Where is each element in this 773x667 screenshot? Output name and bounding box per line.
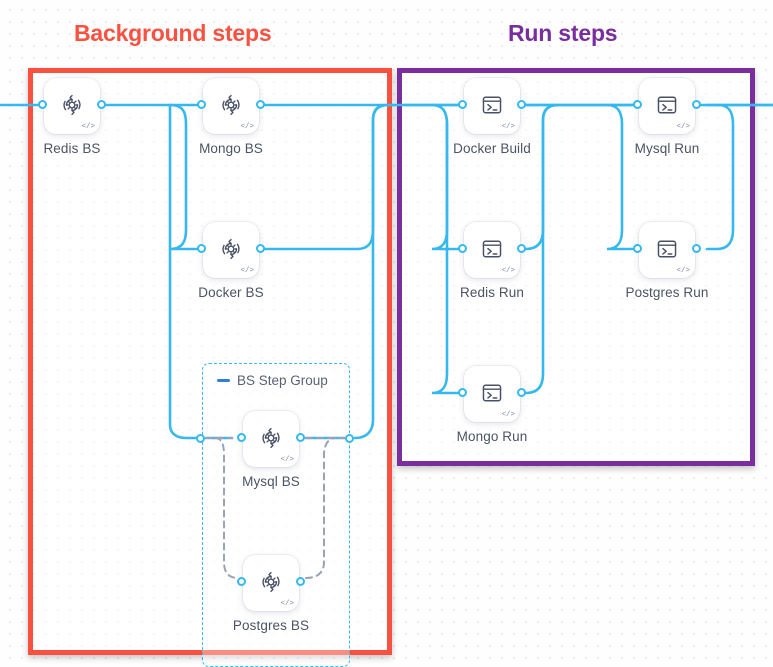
- output-port[interactable]: [692, 100, 701, 109]
- node-label: Docker Build: [453, 141, 531, 156]
- terminal-icon: [657, 240, 677, 257]
- node-card[interactable]: </>: [639, 78, 695, 134]
- sync-gear-icon: [63, 94, 81, 115]
- output-port[interactable]: [256, 244, 265, 253]
- node-label: Postgres BS: [232, 618, 310, 633]
- node-docker-bs[interactable]: </> Docker BS: [197, 222, 265, 300]
- code-badge[interactable]: </>: [501, 410, 515, 419]
- input-port[interactable]: [633, 100, 642, 109]
- output-port[interactable]: [517, 100, 526, 109]
- node-mongo-run[interactable]: </> Mongo Run: [457, 366, 527, 444]
- output-port[interactable]: [296, 433, 305, 442]
- output-port[interactable]: [296, 577, 305, 586]
- sync-gear-icon: [262, 427, 280, 448]
- input-port[interactable]: [38, 100, 47, 109]
- node-mysql-bs[interactable]: </> Mysql BS: [237, 411, 305, 489]
- code-badge[interactable]: </>: [81, 122, 95, 131]
- frame-title-run-steps: Run steps: [508, 20, 618, 46]
- node-postgres-bs[interactable]: </> Postgres BS: [233, 555, 309, 633]
- terminal-icon: [482, 384, 502, 401]
- code-badge[interactable]: </>: [501, 266, 515, 275]
- code-badge[interactable]: </>: [280, 599, 294, 608]
- node-label: Mysql Run: [634, 141, 700, 156]
- node-mysql-run[interactable]: </> Mysql Run: [633, 78, 701, 156]
- code-badge[interactable]: </>: [676, 266, 690, 275]
- code-badge[interactable]: </>: [240, 122, 254, 131]
- node-redis-bs[interactable]: </> Redis BS: [38, 78, 106, 156]
- node-label: Mongo BS: [199, 141, 263, 156]
- node-redis-run[interactable]: </> Redis Run: [458, 222, 526, 300]
- code-badge[interactable]: </>: [501, 122, 515, 131]
- input-port[interactable]: [237, 577, 246, 586]
- input-port[interactable]: [197, 100, 206, 109]
- node-label: Docker BS: [198, 285, 264, 300]
- output-port[interactable]: [517, 388, 526, 397]
- input-port[interactable]: [633, 244, 642, 253]
- node-card[interactable]: </>: [243, 411, 299, 467]
- node-docker-build[interactable]: </> Docker Build: [453, 78, 531, 156]
- input-port[interactable]: [458, 244, 467, 253]
- input-port[interactable]: [458, 388, 467, 397]
- node-label: Redis Run: [460, 285, 524, 300]
- node-card[interactable]: </>: [464, 222, 520, 278]
- frame-run-steps[interactable]: [397, 68, 755, 466]
- node-label: Redis BS: [43, 141, 101, 156]
- node-card[interactable]: </>: [203, 78, 259, 134]
- output-port[interactable]: [517, 244, 526, 253]
- output-port[interactable]: [692, 244, 701, 253]
- sync-gear-icon: [222, 238, 240, 259]
- step-group-header[interactable]: BS Step Group: [217, 373, 328, 388]
- node-card[interactable]: </>: [464, 366, 520, 422]
- input-port[interactable]: [237, 433, 246, 442]
- code-badge[interactable]: </>: [240, 266, 254, 275]
- node-card[interactable]: </>: [639, 222, 695, 278]
- node-mongo-bs[interactable]: </> Mongo BS: [197, 78, 265, 156]
- node-label: Mysql BS: [242, 474, 300, 489]
- frame-title-background-steps: Background steps: [74, 20, 272, 46]
- sync-gear-icon: [222, 94, 240, 115]
- node-label: Postgres Run: [625, 285, 709, 300]
- node-label: Mongo Run: [456, 429, 528, 444]
- step-group-label: BS Step Group: [237, 373, 328, 388]
- node-card[interactable]: </>: [243, 555, 299, 611]
- node-card[interactable]: </>: [464, 78, 520, 134]
- collapse-minus-icon[interactable]: [217, 379, 230, 382]
- input-port[interactable]: [458, 100, 467, 109]
- step-group-output-port[interactable]: [345, 434, 354, 443]
- step-group-input-port[interactable]: [196, 434, 205, 443]
- terminal-icon: [482, 240, 502, 257]
- code-badge[interactable]: </>: [676, 122, 690, 131]
- node-card[interactable]: </>: [203, 222, 259, 278]
- terminal-icon: [482, 96, 502, 113]
- node-postgres-run[interactable]: </> Postgres Run: [626, 222, 708, 300]
- output-port[interactable]: [256, 100, 265, 109]
- node-card[interactable]: </>: [44, 78, 100, 134]
- code-badge[interactable]: </>: [280, 455, 294, 464]
- terminal-icon: [657, 96, 677, 113]
- input-port[interactable]: [197, 244, 206, 253]
- output-port[interactable]: [97, 100, 106, 109]
- sync-gear-icon: [262, 571, 280, 592]
